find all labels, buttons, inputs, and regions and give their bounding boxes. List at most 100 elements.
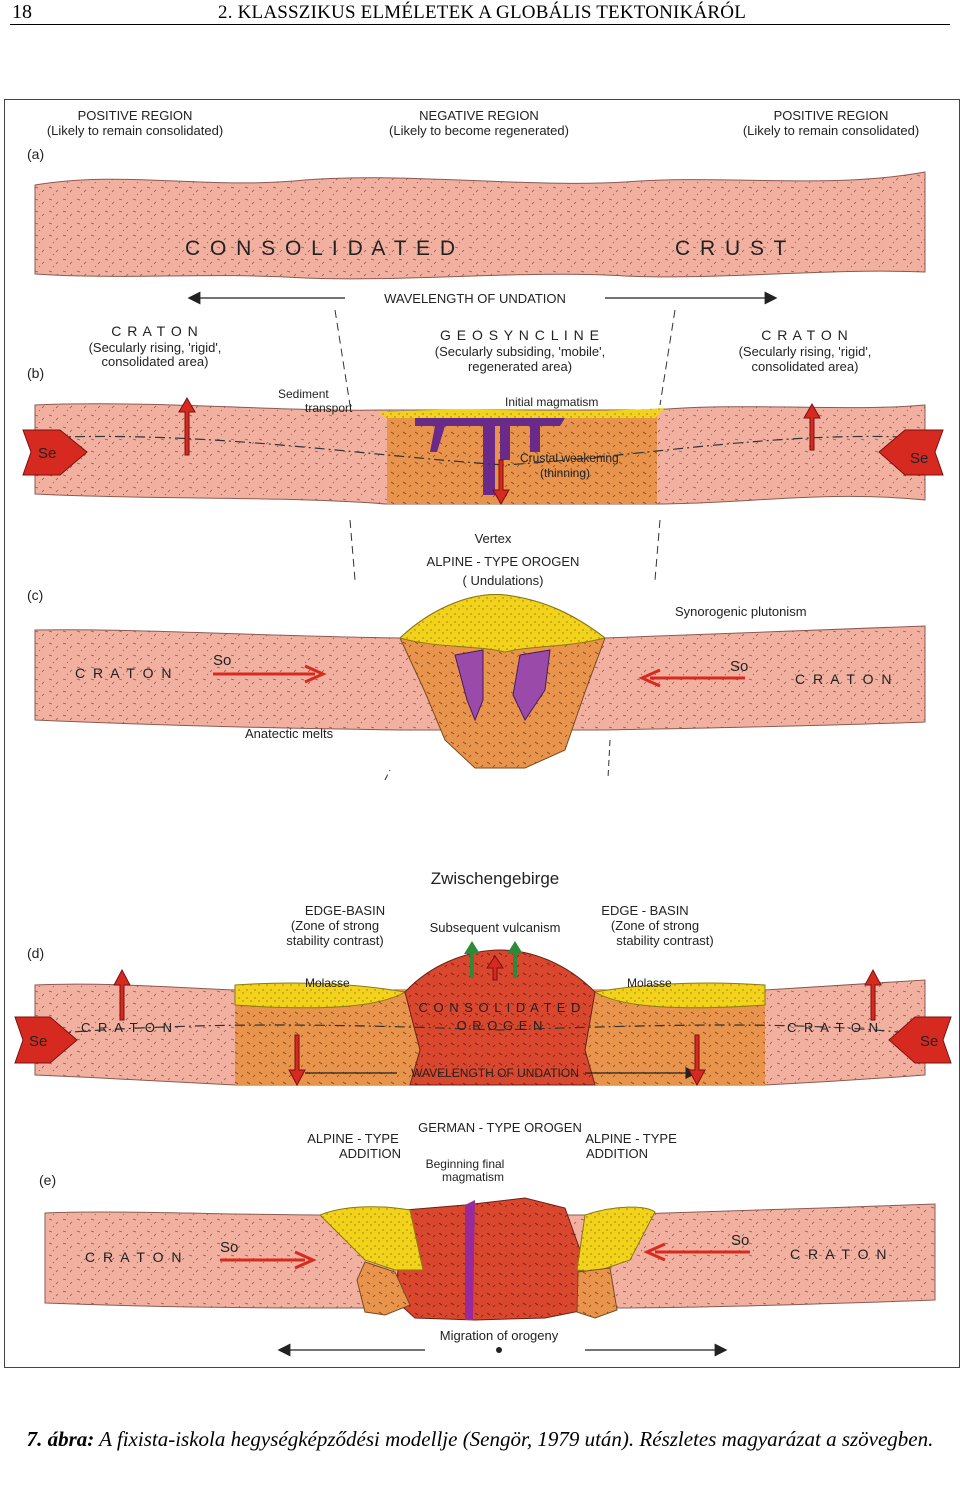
negative-region-title: NEGATIVE REGION bbox=[419, 108, 539, 123]
alpine-addition-left-body bbox=[319, 1206, 424, 1271]
craton-e-right: C R A T O N bbox=[790, 1246, 889, 1262]
uplift-arrow-center-d bbox=[486, 955, 504, 981]
guide-line-c-left bbox=[384, 769, 391, 781]
pluton-right bbox=[512, 649, 551, 722]
uplift-arrow-right-d bbox=[864, 968, 882, 1021]
alpine-addition-right-body bbox=[576, 1206, 656, 1273]
wavelength-label-a: WAVELENGTH OF UNDATION bbox=[384, 291, 566, 306]
beginning-magmatism-2: magmatism bbox=[442, 1170, 504, 1184]
uplift-arrow-left-b bbox=[178, 396, 196, 456]
craton-c-left: C R A T O N bbox=[75, 665, 174, 681]
guide-line-b-left bbox=[349, 519, 356, 581]
molasse-right-label: Molasse bbox=[627, 976, 672, 990]
undulations-label: ( Undulations) bbox=[463, 573, 544, 588]
craton-b-right-note2: consolidated area) bbox=[752, 359, 859, 374]
page-number: 18 bbox=[12, 1, 32, 23]
uplift-arrow-right-b bbox=[803, 402, 821, 451]
figure-caption: 7. ábra: A fixista-iskola hegységképződé… bbox=[0, 1425, 960, 1453]
migration-label: Migration of orogeny bbox=[440, 1328, 559, 1343]
initial-magmatism-label: Initial magmatism bbox=[505, 395, 598, 409]
craton-e-left: C R A T O N bbox=[85, 1249, 184, 1265]
se-label-right-d: Se bbox=[920, 1033, 938, 1050]
so-arrowhead-left-c bbox=[304, 664, 327, 684]
so-label-left-c: So bbox=[213, 652, 231, 669]
edge-basin-left: EDGE-BASIN bbox=[305, 903, 385, 918]
craton-b-left-note2: consolidated area) bbox=[102, 354, 209, 369]
positive-region-left-title: POSITIVE REGION bbox=[78, 108, 193, 123]
synorogenic-plutonism-label: Synorogenic plutonism bbox=[675, 604, 807, 619]
panel-c-label: (c) bbox=[27, 587, 43, 603]
subsidence-arrow-left-d bbox=[288, 1034, 306, 1087]
subsequent-vulcanism-label: Subsequent vulcanism bbox=[430, 920, 561, 935]
edge-basin-right-note1: (Zone of strong bbox=[611, 918, 699, 933]
uplift-arrow-left-d bbox=[113, 968, 131, 1021]
craton-b-right: C R A T O N bbox=[761, 327, 849, 343]
positive-region-right-title: POSITIVE REGION bbox=[774, 108, 889, 123]
positive-region-left-note: (Likely to remain consolidated) bbox=[47, 123, 223, 138]
panel-b-label: (b) bbox=[27, 365, 44, 381]
caption-label: 7. ábra: bbox=[26, 1427, 95, 1451]
moho-line-d bbox=[34, 1024, 926, 1036]
alpine-addition-right-2: ADDITION bbox=[586, 1146, 648, 1161]
sediment-label-2: transport bbox=[305, 401, 353, 415]
migration-origin-dot bbox=[496, 1347, 502, 1353]
craton-d-right: C R A T O N bbox=[787, 1020, 880, 1035]
so-arrowhead-left-e bbox=[294, 1250, 317, 1270]
molasse-left-label: Molasse bbox=[305, 976, 350, 990]
edge-basin-left-note1: (Zone of strong bbox=[291, 918, 379, 933]
se-arrow-left-b bbox=[22, 429, 88, 476]
alpine-orogen-folded-sediments bbox=[399, 594, 607, 653]
consolidated-orogen-label1: C O N S O L I D A T E D bbox=[419, 1000, 582, 1015]
consolidated-label: C O N S O L I D A T E D bbox=[185, 237, 457, 260]
panel-e-label: (e) bbox=[39, 1172, 56, 1188]
pluton-left bbox=[454, 649, 484, 722]
crustal-weakening-label: Crustal weakening bbox=[520, 451, 619, 465]
german-orogen-body bbox=[394, 1197, 586, 1321]
edge-basin-right-note2: stability contrast) bbox=[616, 933, 714, 948]
beginning-magmatism-1: Beginning final bbox=[426, 1157, 505, 1171]
guide-line-a-right bbox=[659, 309, 676, 406]
geosyncline-label: G E O S Y N C L I N E bbox=[440, 327, 600, 343]
se-arrow-right-b bbox=[878, 429, 944, 476]
so-arrowhead-right-c bbox=[638, 668, 661, 688]
negative-region-note: (Likely to become regenerated) bbox=[389, 123, 569, 138]
edge-basin-left-note2: stability contrast) bbox=[286, 933, 384, 948]
edge-basin-right: EDGE - BASIN bbox=[601, 903, 688, 918]
craton-b-left-note1: (Secularly rising, 'rigid', bbox=[89, 340, 222, 355]
tectonic-model-figure: (a) POSITIVE REGION (Likely to remain co… bbox=[4, 99, 960, 1368]
running-title: 2. KLASSZIKUS ELMÉLETEK A GLOBÁLIS TEKTO… bbox=[218, 2, 747, 23]
wavelength-label-d: WAVELENGTH OF UNDATION bbox=[411, 1066, 579, 1080]
alpine-addition-right-root bbox=[576, 1267, 618, 1319]
geosyncline-note2: regenerated area) bbox=[468, 359, 572, 374]
guide-line-b-right bbox=[654, 519, 661, 581]
se-label-right-b: Se bbox=[910, 450, 928, 467]
sediment-label-1: Sediment bbox=[278, 387, 329, 401]
so-arrowhead-right-e bbox=[643, 1242, 666, 1262]
craton-d-left: C R A T O N bbox=[81, 1020, 174, 1035]
panel-d-label: (d) bbox=[27, 945, 44, 961]
se-label-left-d: Se bbox=[29, 1033, 47, 1050]
subsidence-arrow-right-d bbox=[688, 1034, 706, 1087]
craton-b-left: C R A T O N bbox=[111, 323, 199, 339]
crust-label: C R U S T bbox=[675, 237, 788, 260]
so-label-left-e: So bbox=[220, 1239, 238, 1256]
alpine-orogen-label: ALPINE - TYPE OROGEN bbox=[427, 554, 580, 569]
german-orogen-label: GERMAN - TYPE OROGEN bbox=[418, 1120, 582, 1135]
initial-magmatism-intrusion bbox=[415, 418, 565, 495]
vulcanism-arrow-right bbox=[507, 941, 523, 978]
se-arrow-right-d bbox=[888, 1016, 952, 1064]
alpine-addition-left-1: ALPINE - TYPE bbox=[307, 1131, 399, 1146]
alpine-addition-left-root bbox=[356, 1261, 411, 1316]
alpine-addition-right-1: ALPINE - TYPE bbox=[585, 1131, 677, 1146]
geosyncline-sediment bbox=[377, 408, 665, 418]
craton-b-right-note1: (Secularly rising, 'rigid', bbox=[739, 344, 872, 359]
vertex-label: Vertex bbox=[475, 531, 512, 546]
anatectic-melts-label: Anatectic melts bbox=[245, 726, 334, 741]
caption-text: A fixista-iskola hegységképződési modell… bbox=[94, 1427, 934, 1451]
final-magmatism-dyke bbox=[465, 1200, 475, 1320]
geosyncline-body bbox=[387, 411, 657, 504]
positive-region-right-note: (Likely to remain consolidated) bbox=[743, 123, 919, 138]
zwischengebirge-label: Zwischengebirge bbox=[431, 869, 560, 888]
so-label-right-c: So bbox=[730, 658, 748, 675]
thinning-label: (thinning) bbox=[540, 466, 590, 480]
